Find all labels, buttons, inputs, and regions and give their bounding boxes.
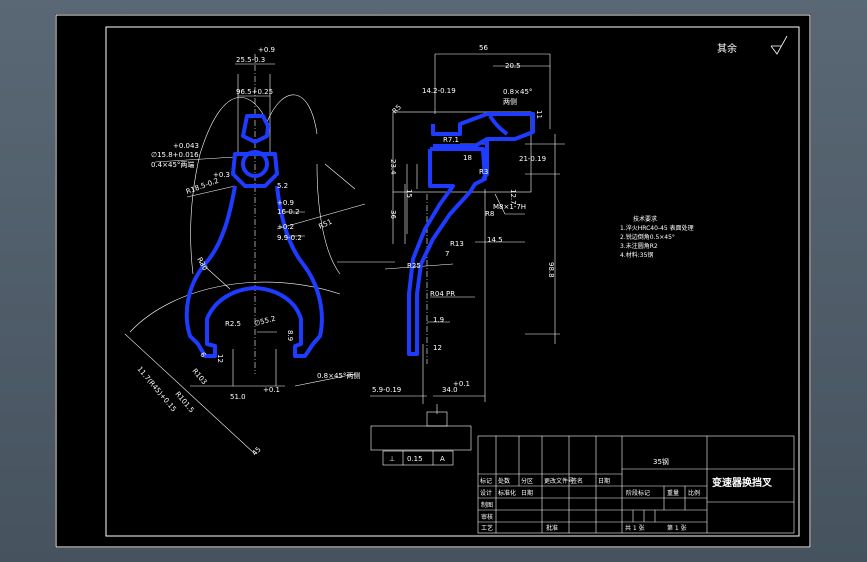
- left-dim-10: +0.9: [277, 199, 294, 207]
- tb-field-2: 标准化: [498, 489, 516, 497]
- right-dim-21: R25: [407, 262, 421, 270]
- right-dim-19: 14.5: [487, 236, 503, 244]
- left-view-dimensions: +0.925.5-0.396.5+0.25+0.043∅15.8+0.0160.…: [135, 46, 360, 457]
- sheet-number: 第 1 张: [667, 524, 687, 532]
- drawing-title: 变速器换挡叉: [712, 476, 773, 489]
- tb-field-4: 阶段标记: [626, 489, 650, 497]
- left-dim-11: 16-0.2: [277, 208, 300, 216]
- right-dim-24: 1.9: [433, 316, 444, 324]
- left-dim-17: ∅55.2: [253, 315, 276, 328]
- drawing-canvas: 其余: [55, 14, 811, 548]
- tb-field-5: 重量: [667, 489, 679, 497]
- left-dim-21: 0.8×45°两侧: [317, 371, 360, 380]
- left-dim-5: ∅15.8+0.016: [151, 151, 199, 159]
- tb-process-label: 工艺: [481, 524, 493, 532]
- left-dim-3: 96.5+0.25: [236, 88, 273, 96]
- right-dim-16: R8: [485, 210, 494, 218]
- left-dim-27: 45: [251, 445, 263, 457]
- title-block: 35钢 变速器换挡叉 标记处数分区更改文件号签名日期 设计标准化日期阶段标记重量…: [477, 435, 795, 534]
- tb-field-6: 比例: [688, 489, 700, 497]
- right-dim-26: +0.1: [453, 380, 470, 388]
- right-dim-28: 34.0: [442, 386, 458, 394]
- gdt-tolerance: 0.15: [407, 455, 423, 463]
- left-dim-6: 0.4×45°两端: [151, 160, 194, 169]
- drawing-sheet: 其余: [55, 14, 811, 548]
- tb-header-3: 分区: [521, 477, 533, 485]
- left-dim-25: R103: [190, 367, 208, 386]
- tech-note-3: 2.锐边倒角0.5×45°: [620, 233, 675, 241]
- right-dim-7: 11: [535, 110, 543, 119]
- tech-note-4: 3.未注圆角R2: [620, 242, 658, 250]
- right-dim-23: 98.8: [547, 262, 555, 278]
- right-dim-8: R7.1: [443, 136, 459, 144]
- left-dim-9: 5.2: [277, 182, 288, 190]
- right-dim-18: R13: [450, 240, 464, 248]
- left-dim-15: R30: [195, 256, 209, 272]
- gdt-frame: ⊥ 0.15 A: [382, 450, 454, 466]
- material-label: 35钢: [653, 457, 669, 466]
- tb-header-2: 处数: [498, 477, 510, 485]
- right-dim-4: 0.8×45°: [503, 88, 532, 96]
- right-dim-10: 15: [405, 189, 413, 198]
- tb-header-4: 更改文件号: [544, 477, 574, 485]
- tb-field-3: 日期: [521, 489, 533, 497]
- left-dim-13: +0.2: [277, 223, 294, 231]
- left-dim-1: +0.9: [258, 46, 275, 54]
- right-dim-9: 23.4: [389, 159, 397, 175]
- left-dim-18: 8.9: [286, 330, 294, 341]
- tb-header-6: 日期: [598, 477, 610, 485]
- left-dim-4: +0.043: [173, 142, 199, 150]
- tb-approve-label: 批准: [546, 524, 558, 532]
- left-dim-14: 9.9-0.2: [277, 234, 302, 242]
- right-dim-3: 20.5: [505, 62, 521, 70]
- left-dim-8: R18.5-0.2: [185, 177, 220, 196]
- left-view: [124, 54, 366, 455]
- right-dim-2: 14.2-0.19: [422, 87, 456, 95]
- left-dim-19: 12: [216, 354, 224, 363]
- right-view: [337, 53, 565, 451]
- right-dim-13: R3: [479, 168, 488, 176]
- gdt-datum: A: [440, 455, 445, 463]
- tech-note-2: 1.淬火HRC40-45 表面处理: [620, 224, 694, 232]
- tb-check-label: 审核: [481, 513, 493, 521]
- tb-draw-label: 制图: [481, 501, 493, 509]
- left-dim-16: R2.5: [225, 320, 241, 328]
- left-dim-22: +0.1: [263, 386, 280, 394]
- right-dim-17: M8×1-7H: [493, 203, 526, 211]
- left-dim-23: 51.0: [230, 393, 246, 401]
- right-dim-1: 56: [479, 44, 488, 52]
- right-dim-15: 36: [389, 210, 397, 219]
- inner-border: [105, 26, 800, 537]
- left-dim-24: R101.5: [173, 390, 195, 414]
- tb-header-1: 标记: [480, 477, 492, 485]
- right-dim-22: R04 PR: [430, 290, 455, 298]
- right-dim-20: 7: [445, 250, 449, 258]
- tb-field-1: 设计: [480, 489, 492, 497]
- surface-finish-label: 其余: [717, 42, 737, 55]
- left-dim-2: 25.5-0.3: [236, 56, 265, 64]
- right-dim-12: 21-0.19: [519, 155, 546, 163]
- sheet-total: 共 1 张: [625, 524, 645, 532]
- right-dim-27: 5.9-0.19: [372, 386, 401, 394]
- right-dim-14: 12.7: [509, 189, 517, 205]
- right-dim-5: 两侧: [503, 97, 517, 106]
- left-dim-12: R51: [317, 218, 333, 231]
- tech-note-1: 技术要求: [633, 215, 657, 223]
- left-dim-7: +0.3: [213, 171, 230, 179]
- right-dim-25: 12: [433, 344, 442, 352]
- left-dim-26: 11.7(R45)+0.15: [135, 365, 177, 413]
- tb-header-5: 签名: [571, 477, 583, 485]
- surface-finish-icon: [770, 35, 788, 55]
- perpendicularity-icon: ⊥: [389, 455, 395, 463]
- left-dim-20: 6: [198, 351, 207, 359]
- tech-note-5: 4.材料:35钢: [620, 251, 653, 259]
- right-dim-11: 18: [463, 154, 472, 162]
- right-dim-6: R5: [391, 103, 403, 115]
- outer-border: [55, 14, 811, 548]
